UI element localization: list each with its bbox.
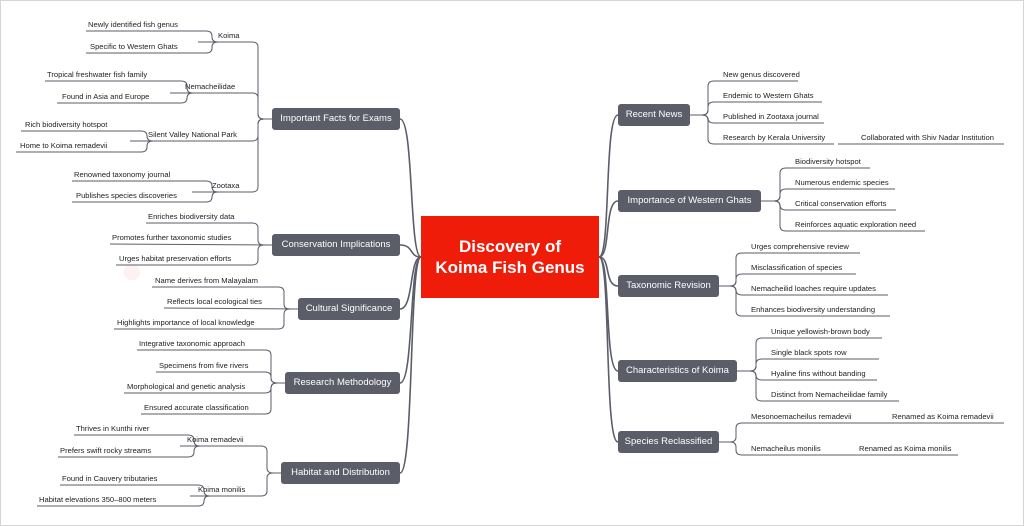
branch-western-ghats[interactable]: Importance of Western Ghats xyxy=(618,190,761,212)
leaf-reclassified-2-sub[interactable]: Renamed as Koima monilis xyxy=(859,444,952,453)
leaf-facts-koima-2[interactable]: Specific to Western Ghats xyxy=(90,42,178,51)
leaf-research-1[interactable]: Integrative taxonomic approach xyxy=(139,339,245,348)
leaf-recent-news-2[interactable]: Endemic to Western Ghats xyxy=(723,91,814,100)
leaf-recent-news-4-sub[interactable]: Collaborated with Shiv Nadar Institution xyxy=(861,133,994,142)
leaf-cultural-3[interactable]: Highlights importance of local knowledge xyxy=(117,318,255,327)
leaf-characteristics-2[interactable]: Single black spots row xyxy=(771,348,847,357)
leaf-facts-nemacheilidae-2[interactable]: Found in Asia and Europe xyxy=(62,92,150,101)
branch-cultural[interactable]: Cultural Significance xyxy=(298,298,400,320)
leaf-reclassified-1[interactable]: Mesonoemacheilus remadevii xyxy=(751,412,852,421)
leaf-facts-koima[interactable]: Koima xyxy=(218,31,240,40)
leaf-western-ghats-3[interactable]: Critical conservation efforts xyxy=(795,199,887,208)
leaf-recent-news-4[interactable]: Research by Kerala University xyxy=(723,133,826,142)
leaf-conservation-3[interactable]: Urges habitat preservation efforts xyxy=(119,254,232,263)
branch-recent-news[interactable]: Recent News xyxy=(618,104,690,126)
leaf-facts-zootaxa[interactable]: Zootaxa xyxy=(212,181,240,190)
branch-characteristics[interactable]: Characteristics of Koima xyxy=(618,360,737,382)
leaf-facts-nemacheilidae[interactable]: Nemacheilidae xyxy=(185,82,236,91)
leaf-facts-zootaxa-1[interactable]: Renowned taxonomy journal xyxy=(74,170,171,179)
leaf-taxonomic-4[interactable]: Enhances biodiversity understanding xyxy=(751,305,876,314)
leaf-western-ghats-4[interactable]: Reinforces aquatic exploration need xyxy=(795,220,917,229)
leaf-conservation-2[interactable]: Promotes further taxonomic studies xyxy=(112,233,232,242)
branch-important-facts[interactable]: Important Facts for Exams xyxy=(272,108,400,130)
branch-conservation[interactable]: Conservation Implications xyxy=(272,234,400,256)
leaf-habitat-remadevii-2[interactable]: Prefers swift rocky streams xyxy=(60,446,152,455)
leaf-western-ghats-1[interactable]: Biodiversity hotspot xyxy=(795,157,861,166)
leaf-habitat-monilis-2[interactable]: Habitat elevations 350–800 meters xyxy=(39,495,157,504)
branch-species-reclassified[interactable]: Species Reclassified xyxy=(618,431,719,453)
leaf-characteristics-4[interactable]: Distinct from Nemacheilidae family xyxy=(771,390,888,399)
branch-taxonomic-revision[interactable]: Taxonomic Revision xyxy=(618,275,719,297)
leaf-habitat-monilis-1[interactable]: Found in Cauvery tributaries xyxy=(62,474,158,483)
leaf-facts-silent-valley[interactable]: Silent Valley National Park xyxy=(148,130,237,139)
leaf-characteristics-3[interactable]: Hyaline fins without banding xyxy=(771,369,866,378)
leaf-research-4[interactable]: Ensured accurate classification xyxy=(144,403,249,412)
leaf-reclassified-1-sub[interactable]: Renamed as Koima remadevii xyxy=(892,412,994,421)
leaf-reclassified-2[interactable]: Nemacheilus monilis xyxy=(751,444,821,453)
leaf-facts-silent-valley-1[interactable]: Rich biodiversity hotspot xyxy=(25,120,108,129)
branch-research-methodology[interactable]: Research Methodology xyxy=(285,372,400,394)
leaf-western-ghats-2[interactable]: Numerous endemic species xyxy=(795,178,889,187)
leaf-facts-silent-valley-2[interactable]: Home to Koima remadevii xyxy=(20,141,108,150)
leaf-conservation-1[interactable]: Enriches biodiversity data xyxy=(148,212,235,221)
leaf-characteristics-1[interactable]: Unique yellowish-brown body xyxy=(771,327,870,336)
leaf-cultural-1[interactable]: Name derives from Malayalam xyxy=(155,276,258,285)
leaf-facts-koima-1[interactable]: Newly identified fish genus xyxy=(88,20,178,29)
leaf-habitat-remadevii-1[interactable]: Thrives in Kunthi river xyxy=(76,424,150,433)
leaf-recent-news-1[interactable]: New genus discovered xyxy=(723,70,800,79)
leaf-taxonomic-2[interactable]: Misclassification of species xyxy=(751,263,843,272)
leaf-research-2[interactable]: Specimens from five rivers xyxy=(159,361,249,370)
leaf-recent-news-3[interactable]: Published in Zootaxa journal xyxy=(723,112,819,121)
leaf-facts-nemacheilidae-1[interactable]: Tropical freshwater fish family xyxy=(47,70,148,79)
central-topic[interactable]: Discovery of Koima Fish Genus xyxy=(421,216,599,298)
branch-habitat-distribution[interactable]: Habitat and Distribution xyxy=(281,462,400,484)
leaf-taxonomic-3[interactable]: Nemacheilid loaches require updates xyxy=(751,284,876,293)
leaf-taxonomic-1[interactable]: Urges comprehensive review xyxy=(751,242,849,251)
leaf-cultural-2[interactable]: Reflects local ecological ties xyxy=(167,297,262,306)
leaf-facts-zootaxa-2[interactable]: Publishes species discoveries xyxy=(76,191,177,200)
leaf-habitat-monilis[interactable]: Koima monilis xyxy=(198,485,246,494)
leaf-habitat-remadevii[interactable]: Koima remadevii xyxy=(187,435,244,444)
leaf-research-3[interactable]: Morphological and genetic analysis xyxy=(127,382,246,391)
